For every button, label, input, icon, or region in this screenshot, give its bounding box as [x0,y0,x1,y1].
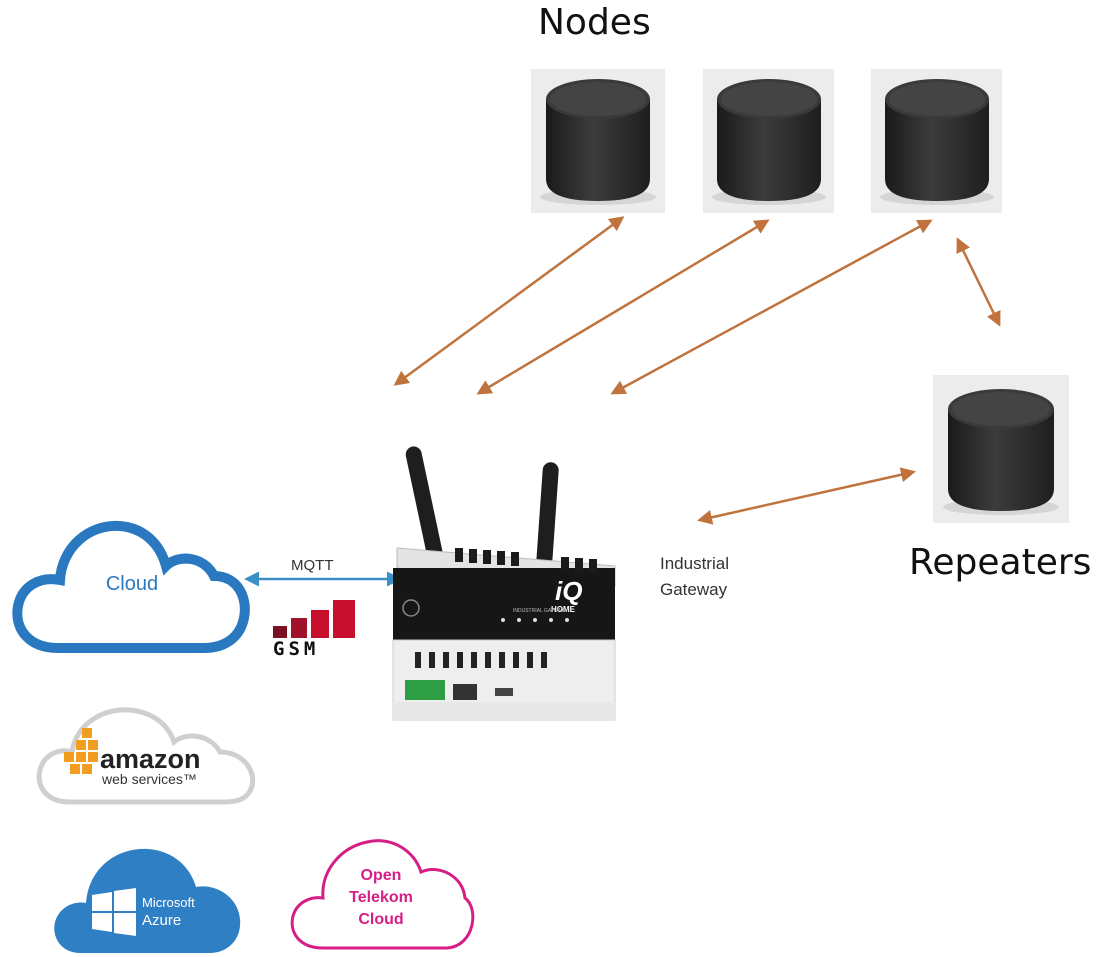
repeaters-label: Repeaters [909,542,1092,583]
node-device-3 [871,69,1002,213]
telekom-label-line1: Open [361,867,402,884]
generic-cloud-icon: Cloud [12,520,250,653]
aws-boxes-icon [64,728,98,774]
aws-label-line2: web services™ [101,771,197,787]
node-device-2 [703,69,834,213]
gateway-label-line1: Industrial [660,554,729,573]
gsm-signal-icon [273,600,355,638]
telekom-label-line3: Cloud [358,911,403,928]
antenna-icon [405,446,559,581]
cylinder-sensor-icon [880,79,994,205]
node-device-1 [531,69,665,213]
gateway-label-line2: Gateway [660,580,728,599]
gateway-brand: iQ [555,576,582,606]
link-node2-gateway [476,219,770,395]
link-node1-gateway [393,216,625,386]
telekom-label-line2: Telekom [349,889,413,906]
gateway-label: Industrial Gateway [660,551,729,603]
link-node3-gateway [610,219,933,395]
link-node3-repeater [956,237,1001,327]
azure-label-line2: Azure [142,912,181,929]
azure-label-line1: Microsoft [142,895,195,910]
aws-label-line1: amazon [100,744,201,774]
cylinder-sensor-icon [712,79,826,205]
repeater-device [933,375,1069,523]
nodes-label: Nodes [538,2,651,43]
cylinder-repeater-icon [943,389,1059,515]
open-telekom-cloud-logo: Open Telekom Cloud [290,839,475,950]
azure-cloud-logo: Microsoft Azure [54,848,241,953]
aws-cloud-logo: amazon web services™ [36,707,256,805]
gateway-model: INDUSTRIAL GATEWAY [513,608,569,614]
gsm-logo: GSM [271,598,371,662]
link-repeater-gateway [697,467,916,525]
cylinder-sensor-icon [540,79,656,205]
mqtt-label: MQTT [291,557,334,574]
gsm-label: GSM [273,638,320,660]
industrial-gateway-device: iQ HOME INDUSTRIAL GATEWAY [392,446,616,721]
windows-logo-icon [92,888,136,936]
gateway-brand-sub: HOME [551,605,576,614]
cloud-label: Cloud [106,573,158,595]
